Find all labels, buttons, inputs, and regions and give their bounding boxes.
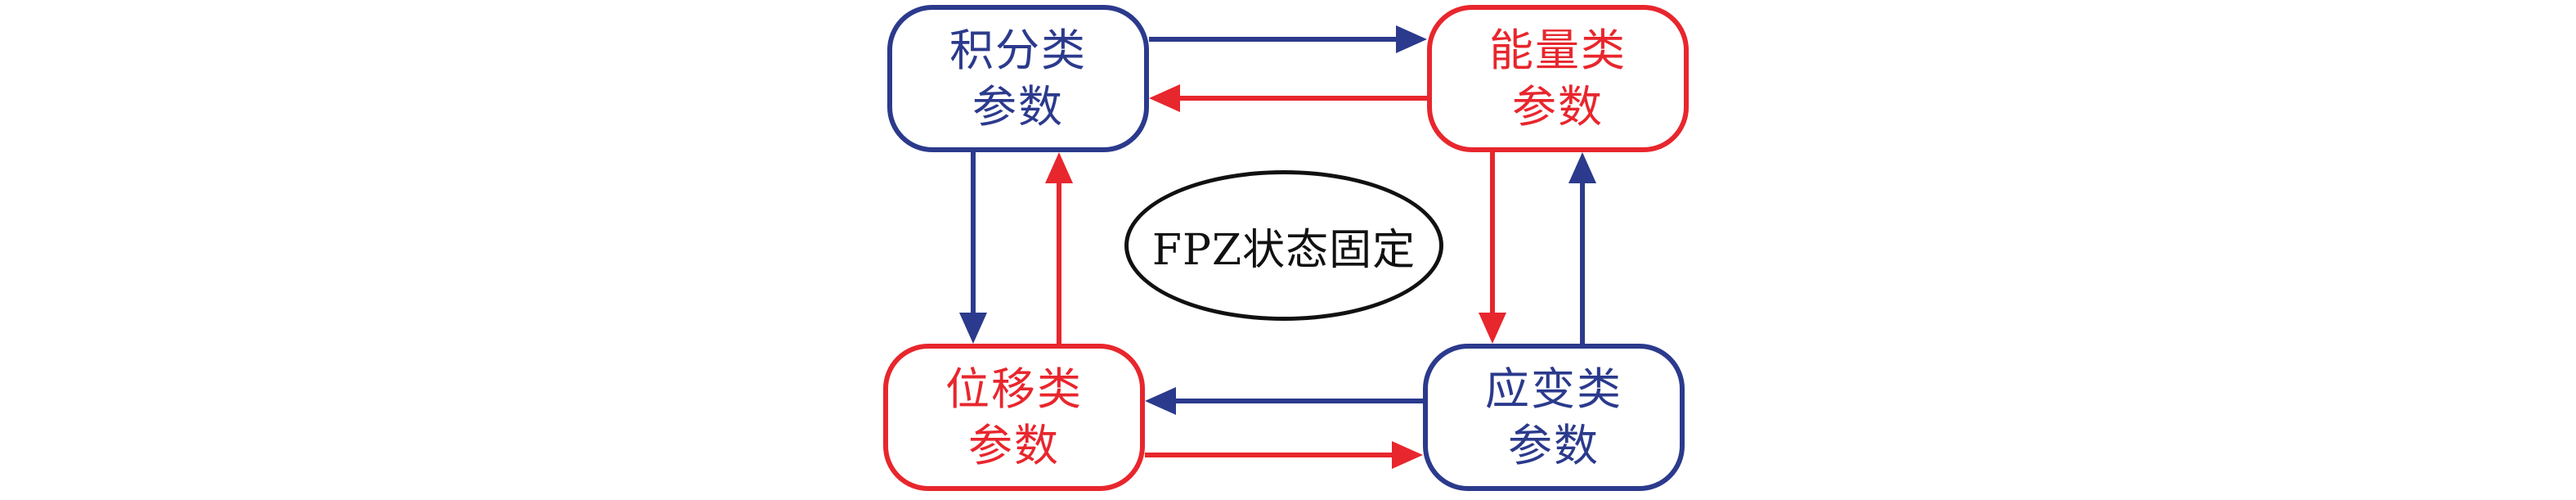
node-energy-parameters: 能量类 参数: [1427, 5, 1689, 152]
arrow-top-blue-right: [1149, 25, 1427, 53]
fpz-state-fixed-ellipse: FPZ状态固定: [1124, 170, 1443, 321]
node-label-line1: 位移类: [945, 363, 1083, 415]
node-displacement-parameters: 位移类 参数: [883, 344, 1145, 491]
node-label-line2: 参数: [972, 81, 1064, 133]
arrow-top-red-left: [1149, 84, 1427, 112]
arrow-right-red-down: [1479, 152, 1506, 344]
node-label-line1: 积分类: [949, 24, 1087, 76]
node-label-line2: 参数: [968, 420, 1060, 471]
arrow-bottom-red-right: [1145, 441, 1423, 469]
node-label-line1: 能量类: [1489, 24, 1627, 76]
node-label-line1: 应变类: [1485, 363, 1622, 415]
fpz-state-fixed-label: FPZ状态固定: [1151, 225, 1416, 275]
node-integral-parameters: 积分类 参数: [887, 5, 1149, 152]
node-label-line2: 参数: [1508, 420, 1600, 471]
arrow-left-red-up: [1045, 152, 1073, 344]
arrow-right-blue-up: [1568, 152, 1596, 344]
arrow-bottom-blue-left: [1145, 387, 1423, 415]
node-label-line2: 参数: [1512, 81, 1604, 133]
node-strain-parameters: 应变类 参数: [1423, 344, 1685, 491]
arrow-left-blue-down: [959, 152, 987, 344]
